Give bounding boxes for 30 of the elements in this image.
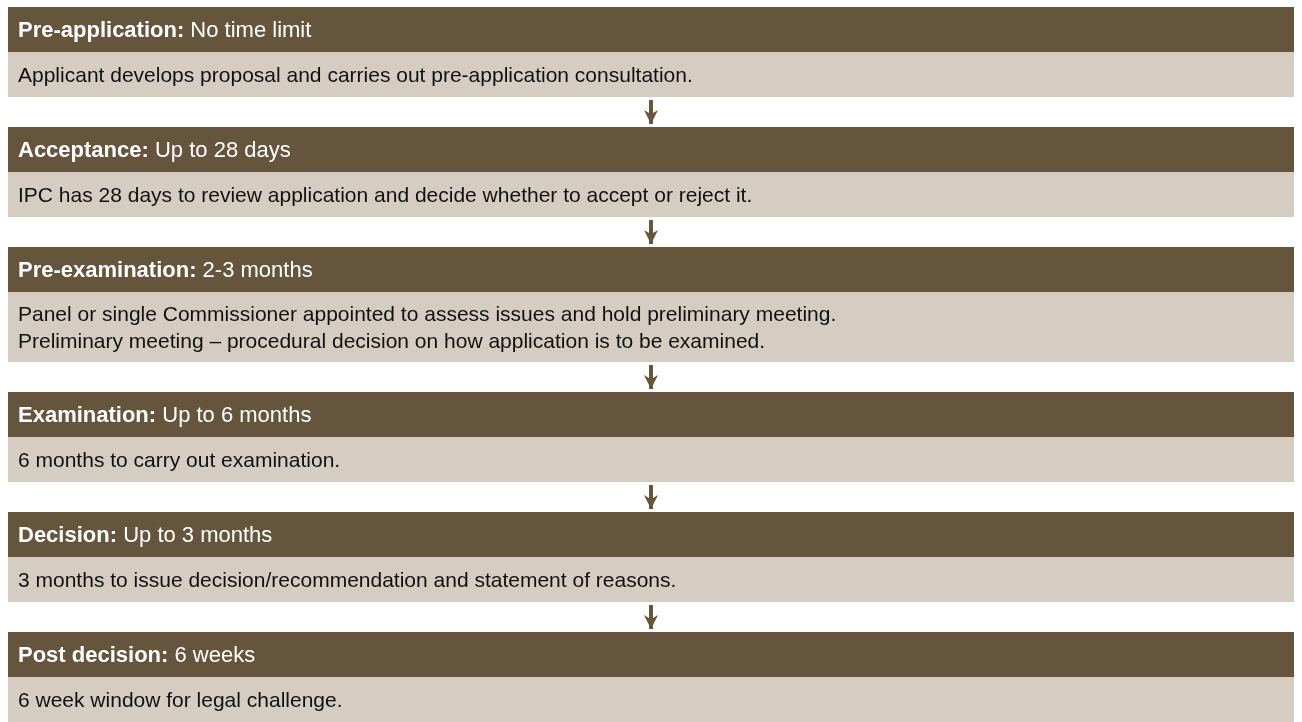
stage-header (8, 7, 1294, 52)
stage-description (8, 677, 1294, 722)
arrow (644, 365, 658, 389)
stage-title: Examination: Up to 6 months (18, 401, 312, 429)
stage-header (8, 247, 1294, 292)
stage-description (8, 292, 1294, 362)
description-text: Preliminary meeting – procedural decision on how application is to be examined. (18, 328, 767, 354)
stage-header (8, 392, 1294, 437)
description-text: Applicant develops proposal and carries out pre-application consultation. (18, 62, 694, 88)
description-text: IPC has 28 days to review application and decide whether to accept or reject it. (18, 182, 754, 208)
stage-description (8, 52, 1294, 97)
arrow (644, 605, 658, 629)
stage-title: Pre-examination: 2-3 months (18, 256, 313, 284)
arrow (644, 100, 658, 124)
description-text: Panel or single Commissioner appointed to assess issues and hold preliminary meeting. (18, 301, 838, 327)
stage-header (8, 127, 1294, 172)
stage-title: Post decision: 6 weeks (18, 641, 256, 669)
stage-header (8, 512, 1294, 557)
description-text: 3 months to issue decision/recommendation and statement of reasons. (18, 567, 678, 593)
stage-description (8, 172, 1294, 217)
stage-description (8, 557, 1294, 602)
arrow (644, 485, 658, 509)
arrow (644, 220, 658, 244)
stage-header (8, 632, 1294, 677)
stage-title: Pre-application: No time limit (18, 16, 312, 44)
description-text: 6 months to carry out examination. (18, 447, 342, 473)
stage-description (8, 437, 1294, 482)
stage-title: Acceptance: Up to 28 days (18, 136, 291, 164)
stage-title: Decision: Up to 3 months (18, 521, 273, 549)
description-text: 6 week window for legal challenge. (18, 687, 344, 713)
